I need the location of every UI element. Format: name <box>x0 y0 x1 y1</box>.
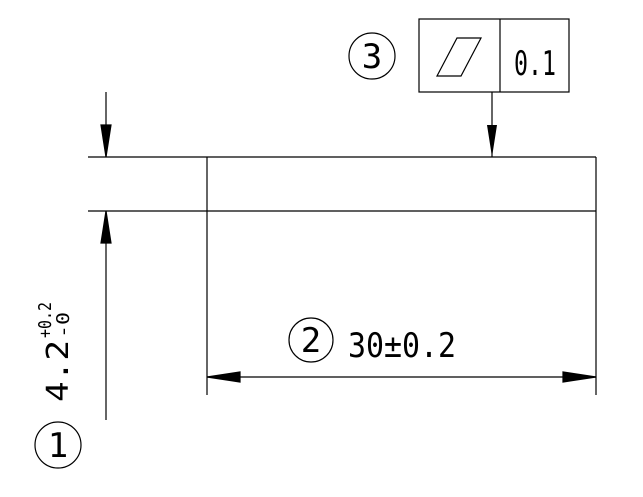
thickness-arrowhead-top <box>100 124 112 158</box>
length-arrowhead-right <box>562 371 597 383</box>
callout-balloon-2: 2 <box>288 317 334 363</box>
thickness-arrowhead-bottom <box>100 210 112 244</box>
callout-circle-1 <box>34 421 82 469</box>
thickness-dimension-text: 4.2 +0.2 -0 <box>35 302 76 402</box>
part-outline <box>88 156 597 212</box>
flatness-parallelogram-icon <box>436 37 482 77</box>
frame-border <box>418 18 570 93</box>
length-dimension-text: 30±0.2 <box>348 326 456 366</box>
callout-number-2: 2 <box>301 321 321 361</box>
callout-balloon-3: 3 <box>348 32 396 80</box>
length-arrowhead-left <box>206 371 241 383</box>
flatness-tolerance-text: 0.1 <box>514 44 556 84</box>
thickness-lower-tolerance-text: -0 <box>53 312 74 338</box>
callout-circle-3 <box>348 32 396 80</box>
length-dimension <box>206 211 597 395</box>
thickness-upper-tolerance-text: +0.2 <box>35 302 56 338</box>
callout-balloon-1: 1 <box>34 421 82 469</box>
thickness-dimension <box>100 92 112 420</box>
thickness-nominal-text: 4.2 <box>41 340 76 402</box>
frame-leader-arrowhead <box>487 125 497 157</box>
callout-circle-2 <box>288 317 334 363</box>
callout-number-1: 1 <box>48 426 68 466</box>
callout-number-3: 3 <box>362 37 382 77</box>
